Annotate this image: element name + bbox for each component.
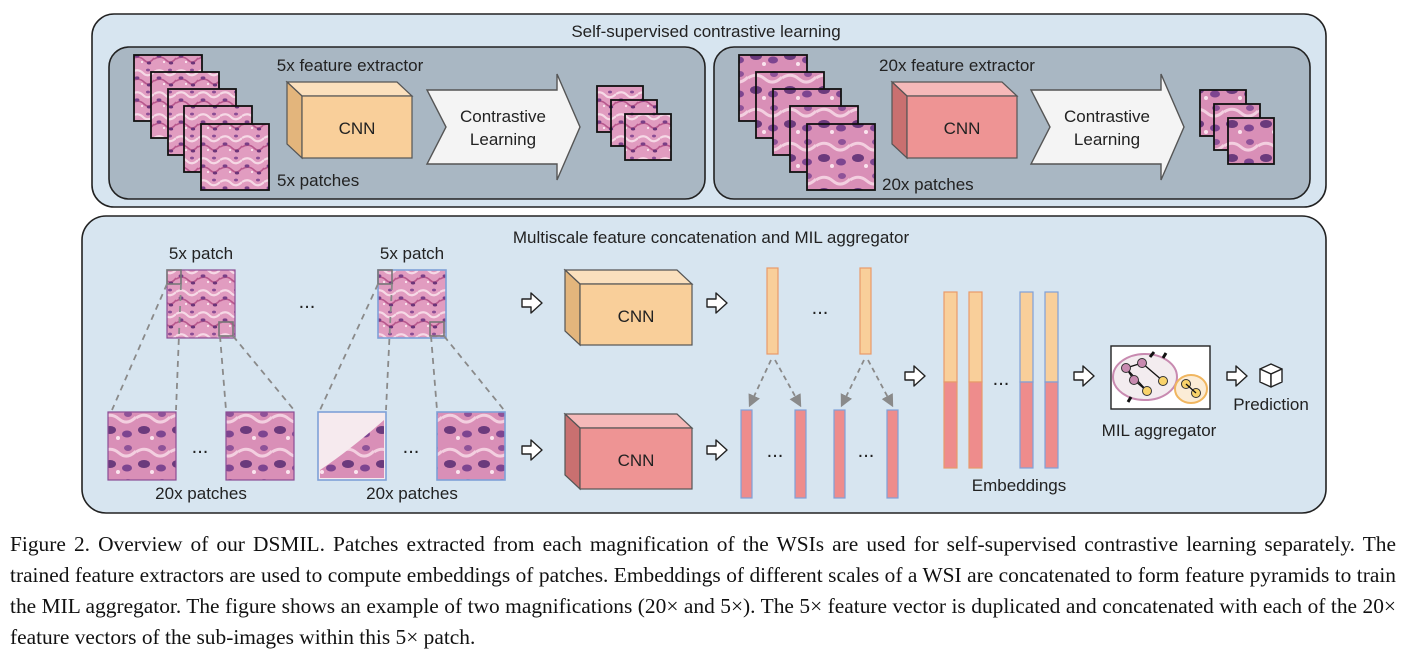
prediction-label: Prediction bbox=[1233, 395, 1309, 414]
cube-icon bbox=[1259, 363, 1283, 388]
cnn-bottom-label: CNN bbox=[618, 451, 655, 470]
bottom-panel-title: Multiscale feature concatenation and MIL… bbox=[513, 228, 910, 247]
tissue-patch-5x-2 bbox=[377, 269, 447, 339]
cnn-label-5x: CNN bbox=[339, 119, 376, 138]
sub-patches-label-2: 20x patches bbox=[366, 484, 458, 503]
feature-vectors-5x: ... bbox=[766, 267, 872, 355]
figure-caption: Figure 2. Overview of our DSMIL. Patches… bbox=[10, 532, 1396, 649]
contrastive-label-line2-20x: Learning bbox=[1074, 130, 1140, 149]
cnn-block-5x: CNN bbox=[285, 80, 414, 160]
embeddings-label: Embeddings bbox=[972, 476, 1067, 495]
cnn-top-label: CNN bbox=[618, 307, 655, 326]
sub-patches-label-1: 20x patches bbox=[155, 484, 247, 503]
dsmil-overview-figure: Self-supervised contrastive learning 5x … bbox=[81, 13, 1327, 514]
aggregator-label: MIL aggregator bbox=[1102, 421, 1217, 440]
tissue-patch-20x-2a bbox=[317, 411, 387, 481]
patches-label-20x: 20x patches bbox=[882, 175, 974, 194]
ellipsis-sub-1: ... bbox=[192, 436, 209, 458]
ellipsis-patches: ... bbox=[299, 291, 316, 313]
ellipsis-vectors-20x-2: ... bbox=[858, 440, 875, 462]
patches-label-5x: 5x patches bbox=[277, 171, 359, 190]
ellipsis-vectors-5x: ... bbox=[812, 297, 829, 319]
tissue-patch-20x-1a bbox=[107, 411, 177, 481]
cnn-label-20x: CNN bbox=[944, 119, 981, 138]
cnn-block-20x: CNN bbox=[890, 80, 1019, 160]
embeddings: ... Embeddings bbox=[943, 291, 1067, 495]
tissue-patch-stack-5x bbox=[133, 54, 270, 191]
contrastive-label-line1-20x: Contrastive bbox=[1064, 107, 1150, 126]
tissue-patch-stack-20x bbox=[738, 54, 876, 191]
mil-aggregator: MIL aggregator bbox=[1102, 345, 1217, 440]
feature-vectors-20x: ... ... bbox=[740, 409, 899, 499]
embedding-vector bbox=[968, 291, 983, 469]
cnn-block-bottom-top: CNN bbox=[563, 268, 694, 347]
ellipsis-vectors-20x-1: ... bbox=[767, 440, 784, 462]
right-extractor-panel: 20x feature extractor CNN Contrastive Le… bbox=[713, 46, 1311, 200]
tissue-patch-5x-1 bbox=[166, 269, 236, 339]
bottom-panel: Multiscale feature concatenation and MIL… bbox=[81, 215, 1327, 514]
cnn-block-bottom-bottom: CNN bbox=[563, 412, 694, 491]
contrastive-label-line1-5x: Contrastive bbox=[460, 107, 546, 126]
contrastive-arrow-20x: Contrastive Learning bbox=[1029, 73, 1185, 181]
output-patch-stack-5x bbox=[596, 85, 672, 161]
patch-group-2: 5x patch ... 20x patches bbox=[317, 244, 506, 503]
patch-label-2: 5x patch bbox=[380, 244, 444, 263]
contrastive-label-line2-5x: Learning bbox=[470, 130, 536, 149]
extractor-label-5x: 5x feature extractor bbox=[277, 56, 424, 75]
ellipsis-sub-2: ... bbox=[403, 436, 420, 458]
ellipsis-embeddings: ... bbox=[993, 368, 1010, 390]
patch-group-1: 5x patch ... 20x patches bbox=[107, 244, 295, 503]
extractor-label-20x: 20x feature extractor bbox=[879, 56, 1035, 75]
tissue-patch-20x-1b bbox=[225, 411, 295, 481]
embedding-vector bbox=[943, 291, 958, 469]
top-panel-title: Self-supervised contrastive learning bbox=[571, 22, 840, 41]
embedding-vector bbox=[1044, 291, 1059, 469]
patch-label-1: 5x patch bbox=[169, 244, 233, 263]
left-extractor-panel: 5x feature extractor CNN Contrastive Lea… bbox=[108, 46, 706, 200]
output-patch-stack-20x bbox=[1199, 89, 1275, 165]
top-panel: Self-supervised contrastive learning 5x … bbox=[91, 13, 1327, 208]
contrastive-arrow-5x: Contrastive Learning bbox=[425, 73, 581, 181]
tissue-patch-20x-2b bbox=[436, 411, 506, 481]
embedding-vector bbox=[1019, 291, 1034, 469]
